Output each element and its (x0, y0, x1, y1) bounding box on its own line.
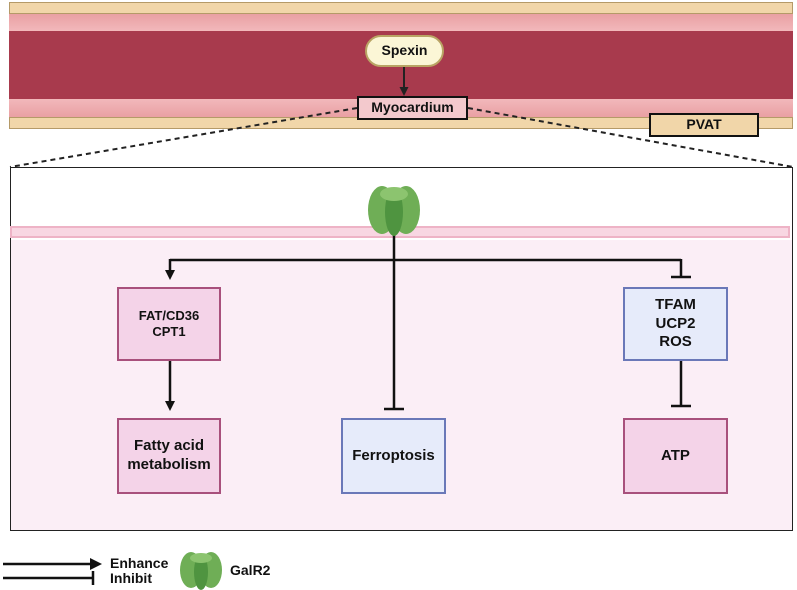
legend-galr2-icon (180, 552, 222, 590)
legend-galr2-label: GalR2 (230, 562, 271, 578)
legend-enhance-arrowhead (90, 558, 102, 570)
cpt1-text: CPT1 (152, 324, 186, 339)
atp-text: ATP (661, 446, 690, 464)
ferroptosis-text: Ferroptosis (352, 446, 435, 464)
galr2-receptor-icon (368, 186, 420, 236)
myocardium-text: Myocardium (371, 99, 454, 116)
legend-inhibit-label: Inhibit (110, 570, 152, 586)
myocardium-label: Myocardium (357, 96, 468, 120)
zoom-line-left (9, 107, 358, 168)
fat-cd36-text: FAT/CD36 (138, 307, 200, 323)
tfam-text: TFAM (655, 295, 696, 313)
spexin-label: Spexin (365, 35, 444, 67)
ucp2-text: UCP2 (655, 314, 696, 332)
fatty-acid-metabolism-box: Fatty acid metabolism (117, 418, 221, 494)
legend-enhance-label: Enhance (110, 555, 169, 571)
atp-box: ATP (623, 418, 728, 494)
tfam-ucp2-ros-box: TFAM UCP2 ROS (623, 287, 728, 361)
vessel-outer-wall-top (9, 2, 793, 14)
fat-cd36-cpt1-box: FAT/CD36 CPT1 (117, 287, 221, 361)
metabolism-text: metabolism (127, 456, 211, 473)
pvat-label: PVAT (649, 113, 759, 137)
vessel-intima-top (9, 14, 793, 31)
zoom-line-right (467, 107, 794, 168)
fatty-acid-text: Fatty acid (133, 437, 205, 455)
ferroptosis-box: Ferroptosis (341, 418, 446, 494)
spexin-text: Spexin (381, 42, 428, 59)
pvat-text: PVAT (686, 116, 722, 133)
ros-text: ROS (659, 333, 692, 351)
